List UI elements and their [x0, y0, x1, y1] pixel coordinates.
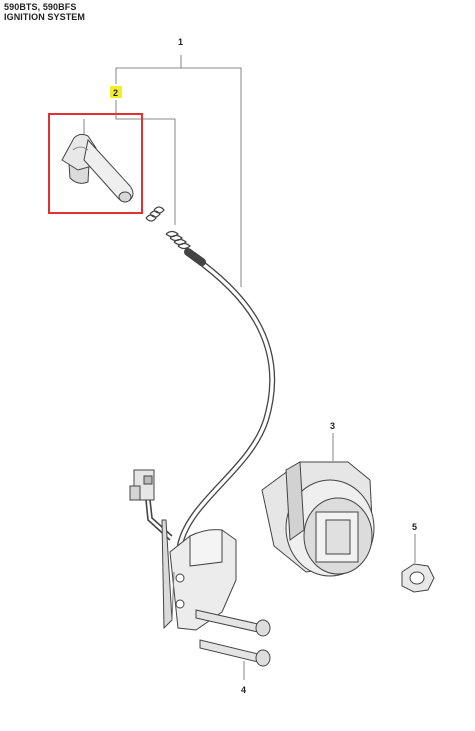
- page-header: 590BTS, 590BFS IGNITION SYSTEM: [4, 2, 85, 22]
- callout-3[interactable]: 3: [330, 421, 335, 431]
- callout-2[interactable]: 2: [110, 86, 122, 98]
- leader-lines: [83, 55, 416, 680]
- cable-spring-icon[interactable]: [165, 230, 191, 250]
- section-title: IGNITION SYSTEM: [4, 12, 86, 22]
- model-title: 590BTS, 590BFS: [4, 2, 77, 12]
- flywheel-icon[interactable]: [261, 461, 375, 577]
- connector-icon[interactable]: [129, 469, 173, 541]
- ignition-module-icon[interactable]: [161, 519, 237, 631]
- cable-icon[interactable]: [177, 248, 276, 548]
- callout-label-3: 3: [330, 421, 335, 431]
- callout-5[interactable]: 5: [412, 522, 417, 532]
- callout-1[interactable]: 1: [178, 37, 183, 47]
- callout-4[interactable]: 4: [241, 685, 246, 695]
- spring-icon[interactable]: [145, 206, 165, 222]
- highlight-box: [48, 113, 143, 214]
- callout-label-4: 4: [241, 685, 246, 695]
- callout-label-1: 1: [178, 37, 183, 47]
- screw-icon[interactable]: [195, 609, 271, 667]
- spark-plug-cap-icon[interactable]: [61, 133, 134, 203]
- callout-label-5: 5: [412, 522, 417, 532]
- callout-label-2: 2: [113, 88, 118, 98]
- hex-nut-icon[interactable]: [401, 563, 435, 593]
- callout-marker-2: [110, 86, 122, 98]
